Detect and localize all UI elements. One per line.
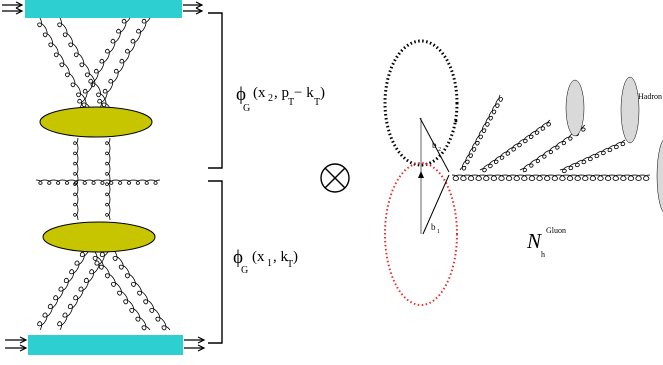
multiplicity-sup: Gluon	[546, 226, 566, 235]
gluon-line	[57, 251, 109, 331]
axis-arrowhead	[418, 171, 424, 178]
gluon-line	[57, 17, 111, 109]
otimes-cross-b	[324, 167, 346, 189]
gluon-line	[35, 179, 161, 185]
k-sub: T	[287, 259, 293, 270]
x-sub: 1	[267, 258, 272, 269]
gluon-line	[92, 251, 151, 331]
otimes-circle	[320, 163, 350, 193]
hadron-label: Hadron	[638, 92, 662, 101]
b2-subscript: 2	[438, 147, 441, 153]
gluon-line	[451, 174, 651, 181]
phi-symbol: ϕ	[236, 84, 246, 105]
b1-vector	[422, 174, 450, 235]
lower-proton-bar	[28, 335, 183, 355]
lower-blob	[42, 221, 156, 253]
convolution-operator	[320, 163, 350, 193]
lower-left-arrows	[5, 336, 28, 352]
hadron-ellipse	[620, 76, 640, 144]
gluon-line	[37, 251, 89, 331]
gluon-line	[559, 139, 626, 174]
arg-x: (x	[252, 249, 265, 265]
b2-label: b	[432, 140, 437, 150]
arg-close: )	[293, 249, 298, 265]
gluon-line	[37, 17, 91, 109]
lower-right-arrows	[184, 336, 206, 352]
upper-dotted-circle	[383, 39, 459, 167]
phi-symbol: ϕ	[233, 247, 243, 268]
lower-distribution-label: ϕ G (x 1 , k T )	[233, 247, 298, 276]
multiplicity-N: N	[526, 229, 542, 253]
sub-G: G	[243, 103, 250, 114]
b1-subscript: 1	[437, 229, 440, 235]
arg-k: − k	[294, 85, 314, 101]
lower-bracket	[208, 180, 223, 344]
gluon-line	[105, 137, 111, 221]
arg-x: (x	[253, 85, 266, 101]
right-gluon-lines	[451, 94, 651, 181]
lower-dotted-circle	[384, 162, 458, 306]
x-sub: 2	[268, 93, 273, 104]
upper-right-arrows	[183, 1, 204, 15]
gluon-line	[77, 17, 131, 109]
gluon-line	[112, 251, 171, 331]
impact-vectors	[419, 117, 450, 235]
upper-proton-bar	[25, 0, 182, 18]
gluon-line	[97, 17, 151, 109]
arg-close: )	[320, 85, 325, 101]
left-gluon-lines	[35, 17, 171, 331]
multiplicity-sub: h	[541, 250, 545, 259]
gluon-line	[479, 119, 552, 173]
upper-distribution-label: ϕ G (x 2 , p T − k T )	[236, 84, 325, 114]
p-sub: T	[288, 97, 294, 108]
hadron-ellipse	[656, 139, 663, 213]
arg-k: , k	[273, 249, 289, 265]
hadron-ellipse	[565, 79, 585, 137]
k-sub: T	[314, 97, 320, 108]
right-diagram: b 2 b 1 Hadron N h Gluon	[383, 39, 663, 306]
upper-bracket	[208, 12, 223, 169]
sub-G: G	[241, 265, 248, 276]
b2-vector	[419, 117, 450, 173]
upper-blob	[39, 106, 153, 138]
arg-p: , p	[274, 85, 289, 101]
upper-left-arrows	[2, 1, 24, 15]
gluon-line	[459, 94, 503, 171]
b1-label: b	[431, 222, 436, 232]
small-dot	[454, 119, 458, 123]
left-diagram: ϕ G (x 2 , p T − k T ) ϕ G (x 1 , k T )	[2, 0, 325, 355]
gluon-line	[73, 137, 79, 221]
